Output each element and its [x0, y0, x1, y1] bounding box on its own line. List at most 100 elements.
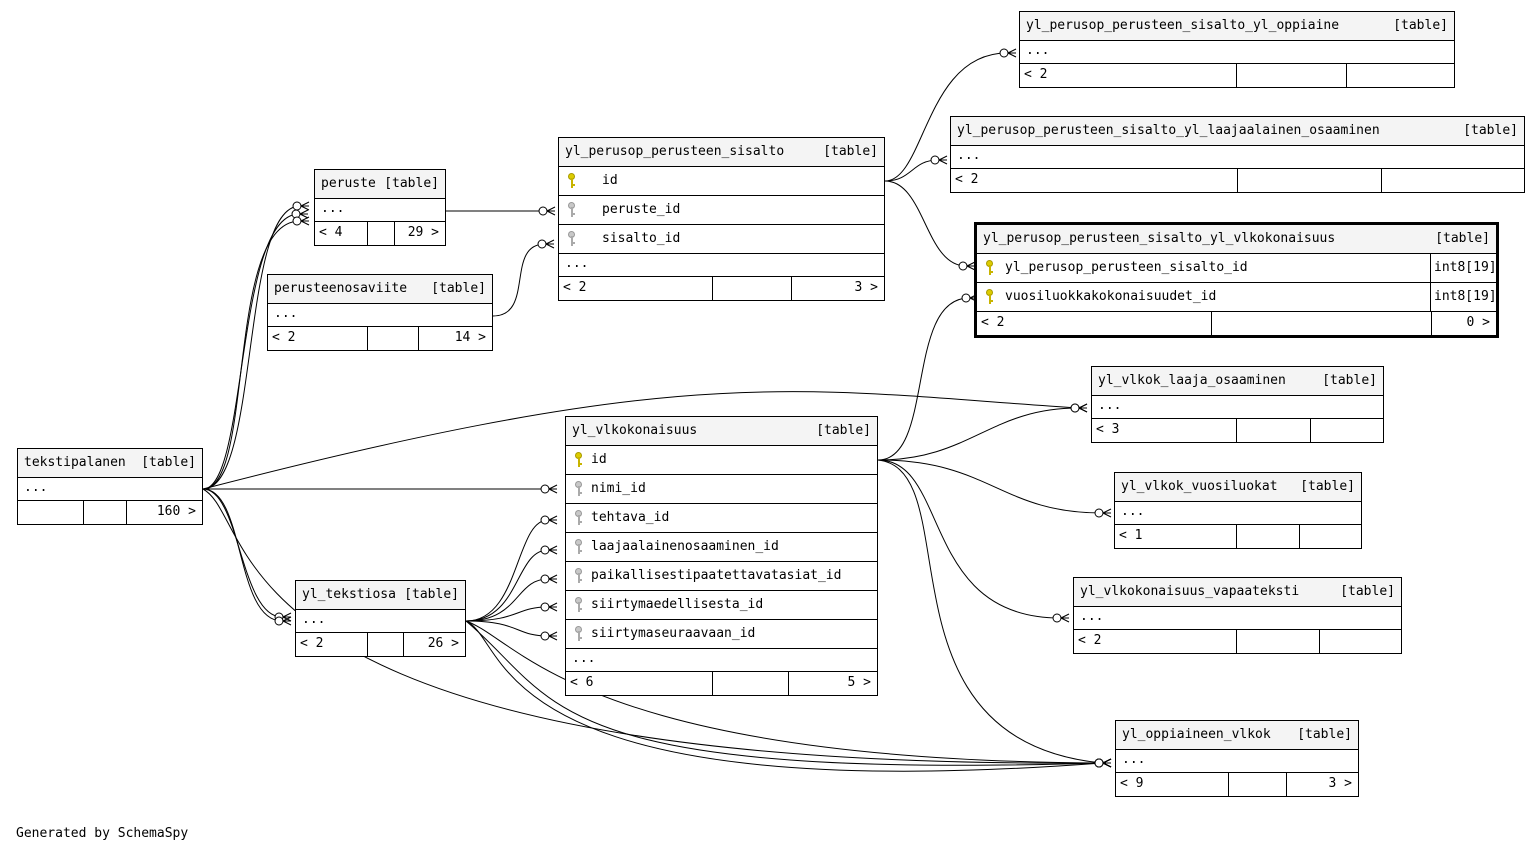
row-count-cell[interactable] — [367, 633, 403, 656]
child-count-cell[interactable]: 14 > — [418, 327, 492, 350]
table-tekstipalanen[interactable]: tekstipalanen[table]...160 > — [17, 448, 203, 525]
table-yl-perusop-perusteen-sisalto-yl-vlkokonaisuus[interactable]: yl_perusop_perusteen_sisalto_yl_vlkokona… — [974, 222, 1499, 338]
row-count-cell[interactable] — [712, 277, 791, 300]
column-name[interactable]: siirtymaseuraavaan_id — [591, 626, 756, 641]
child-count-cell[interactable] — [1310, 419, 1383, 442]
parent-count-cell[interactable]: < 4 — [315, 222, 367, 245]
column-row[interactable]: id — [559, 167, 884, 196]
column-row[interactable]: siirtymaedellisesta_id — [566, 591, 877, 620]
table-name[interactable]: yl_vlkok_vuosiluokat — [1121, 479, 1278, 494]
column-name[interactable]: id — [591, 452, 607, 467]
column-name[interactable]: paikallisestipaatettavatasiat_id — [591, 568, 842, 583]
parent-count-cell[interactable]: < 2 — [977, 312, 1211, 335]
more-columns-row[interactable]: ... — [296, 610, 465, 633]
parent-count-cell[interactable] — [18, 501, 83, 524]
parent-count-cell[interactable]: < 2 — [951, 169, 1237, 192]
parent-count-cell[interactable]: < 2 — [1020, 64, 1236, 87]
parent-count-cell[interactable]: < 2 — [1074, 630, 1236, 653]
table-yl-vlkokonaisuus-vapaateksti[interactable]: yl_vlkokonaisuus_vapaateksti[table]...< … — [1073, 577, 1402, 654]
more-columns-row[interactable]: ... — [559, 254, 884, 277]
child-count-cell[interactable]: 29 > — [394, 222, 445, 245]
table-yl-perusop-perusteen-sisalto-yl-oppiaine[interactable]: yl_perusop_perusteen_sisalto_yl_oppiaine… — [1019, 11, 1455, 88]
parent-count-cell[interactable]: < 2 — [268, 327, 367, 350]
child-count-cell[interactable]: 160 > — [126, 501, 202, 524]
column-name[interactable]: id — [602, 173, 618, 188]
more-columns-row[interactable]: ... — [951, 146, 1524, 169]
parent-count-cell[interactable]: < 2 — [296, 633, 367, 656]
table-name[interactable]: yl_tekstiosa — [302, 587, 396, 602]
table-name[interactable]: yl_perusop_perusteen_sisalto — [565, 144, 785, 159]
child-count-cell[interactable]: 3 > — [1286, 773, 1358, 796]
table-yl-perusop-perusteen-sisalto-yl-laajaalainen-osaaminen[interactable]: yl_perusop_perusteen_sisalto_yl_laajaala… — [950, 116, 1525, 193]
column-row[interactable]: tehtava_id — [566, 504, 877, 533]
parent-count-cell[interactable]: < 2 — [559, 277, 712, 300]
more-columns-row[interactable]: ... — [1074, 607, 1401, 630]
row-count-cell[interactable] — [1237, 169, 1381, 192]
more-columns-row[interactable]: ... — [1116, 750, 1358, 773]
table-name[interactable]: yl_perusop_perusteen_sisalto_yl_oppiaine — [1026, 18, 1340, 33]
column-row[interactable]: laajaalainenosaaminen_id — [566, 533, 877, 562]
row-count-cell[interactable] — [1236, 64, 1346, 87]
table-name[interactable]: yl_vlkokonaisuus — [572, 423, 698, 438]
more-columns-row[interactable]: ... — [268, 304, 492, 327]
child-count-cell[interactable] — [1346, 64, 1454, 87]
more-columns-row[interactable]: ... — [315, 199, 445, 222]
more-columns-row[interactable]: ... — [1092, 396, 1383, 419]
column-name[interactable]: tehtava_id — [591, 510, 670, 525]
column-row[interactable]: siirtymaseuraavaan_id — [566, 620, 877, 649]
parent-count-cell[interactable]: < 1 — [1115, 525, 1236, 548]
table-name[interactable]: peruste — [321, 176, 376, 191]
column-row[interactable]: paikallisestipaatettavatasiat_id — [566, 562, 877, 591]
child-count-cell[interactable]: 5 > — [788, 672, 877, 695]
row-count-cell[interactable] — [1236, 630, 1319, 653]
table-name[interactable]: yl_vlkok_laaja_osaaminen — [1098, 373, 1286, 388]
row-count-cell[interactable] — [367, 327, 418, 350]
column-row[interactable]: id — [566, 446, 877, 475]
table-name[interactable]: yl_vlkokonaisuus_vapaateksti — [1080, 584, 1300, 599]
table-yl-vlkok-laaja-osaaminen[interactable]: yl_vlkok_laaja_osaaminen[table]...< 3 — [1091, 366, 1384, 443]
column-name[interactable]: peruste_id — [602, 202, 681, 217]
row-count-cell[interactable] — [1236, 525, 1299, 548]
column-name[interactable]: sisalto_id — [602, 231, 681, 246]
more-columns-row[interactable]: ... — [18, 478, 202, 501]
table-name[interactable]: yl_oppiaineen_vlkok — [1122, 727, 1271, 742]
row-count-cell[interactable] — [83, 501, 126, 524]
more-columns-row[interactable]: ... — [566, 649, 877, 672]
child-count-cell[interactable] — [1299, 525, 1361, 548]
child-count-cell[interactable] — [1381, 169, 1524, 192]
row-count-cell[interactable] — [1228, 773, 1286, 796]
child-count-cell[interactable] — [1319, 630, 1401, 653]
parent-count-cell[interactable]: < 9 — [1116, 773, 1228, 796]
child-count-cell[interactable]: 3 > — [791, 277, 884, 300]
column-name[interactable]: laajaalainenosaaminen_id — [591, 539, 779, 554]
column-name[interactable]: yl_perusop_perusteen_sisalto_id — [1005, 260, 1248, 275]
table-name[interactable]: perusteenosaviite — [274, 281, 408, 296]
column-row[interactable]: sisalto_id — [559, 225, 884, 254]
column-name[interactable]: vuosiluokkakokonaisuudet_id — [1005, 289, 1217, 304]
child-count-cell[interactable]: 26 > — [403, 633, 465, 656]
parent-count-cell[interactable]: < 6 — [566, 672, 712, 695]
table-name[interactable]: yl_perusop_perusteen_sisalto_yl_vlkokona… — [983, 231, 1336, 246]
column-name[interactable]: nimi_id — [591, 481, 646, 496]
column-row[interactable]: peruste_id — [559, 196, 884, 225]
table-name[interactable]: yl_perusop_perusteen_sisalto_yl_laajaala… — [957, 123, 1380, 138]
table-name[interactable]: tekstipalanen — [24, 455, 126, 470]
row-count-cell[interactable] — [712, 672, 788, 695]
row-count-cell[interactable] — [1211, 312, 1431, 335]
row-count-cell[interactable] — [367, 222, 394, 245]
more-columns-row[interactable]: ... — [1020, 41, 1454, 64]
row-count-cell[interactable] — [1236, 419, 1310, 442]
table-yl-vlkok-vuosiluokat[interactable]: yl_vlkok_vuosiluokat[table]...< 1 — [1114, 472, 1362, 549]
column-name[interactable]: siirtymaedellisesta_id — [591, 597, 764, 612]
more-columns-row[interactable]: ... — [1115, 502, 1361, 525]
column-row[interactable]: nimi_id — [566, 475, 877, 504]
child-count-cell[interactable]: 0 > — [1431, 312, 1496, 335]
